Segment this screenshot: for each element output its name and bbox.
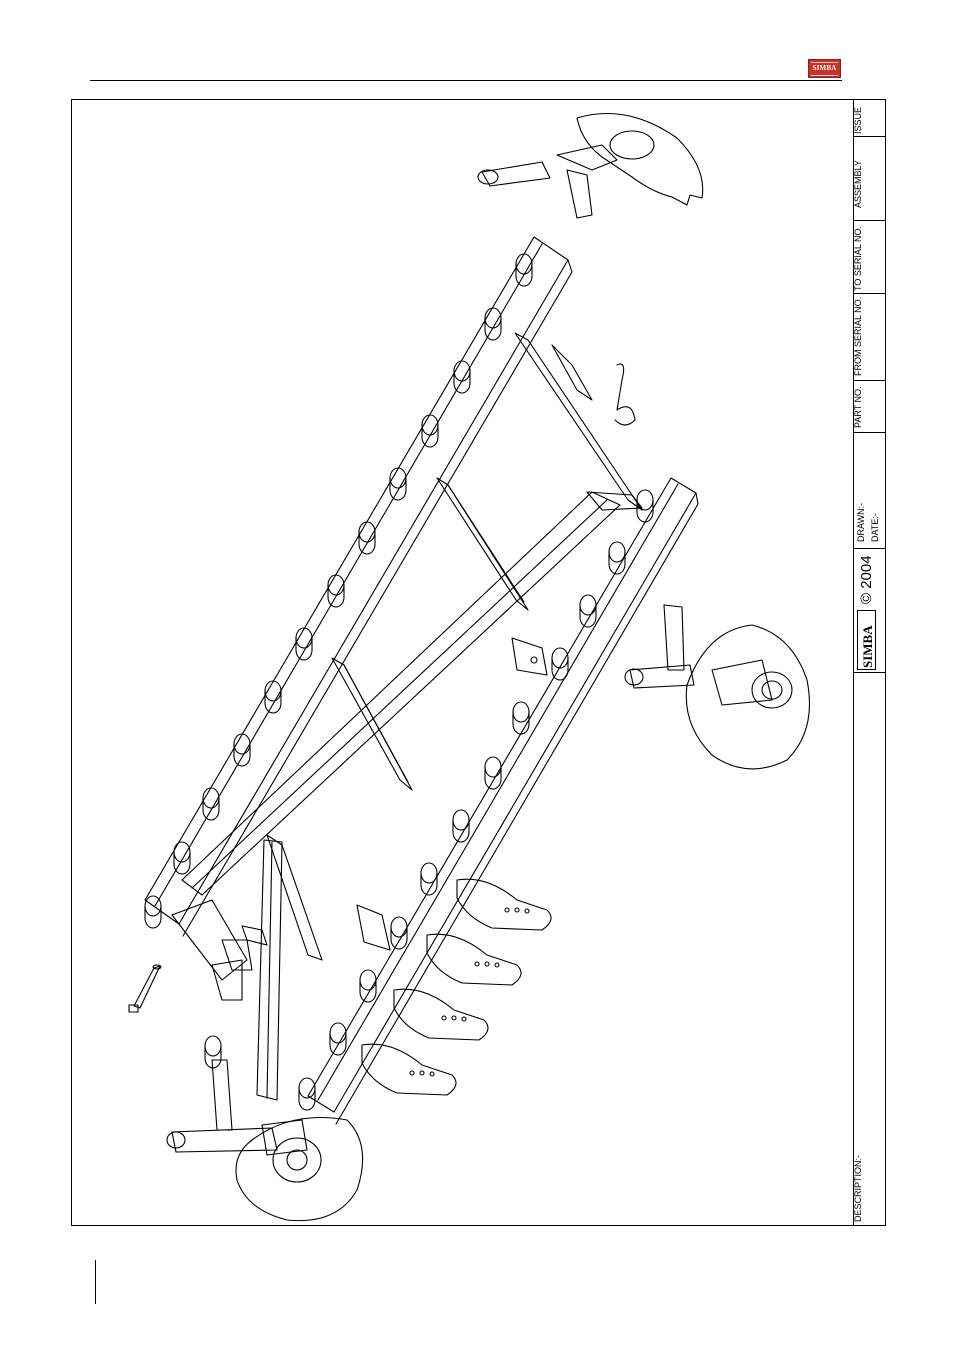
disc-assembly-top xyxy=(478,114,703,219)
date-label: DATE:- xyxy=(870,513,880,542)
from-serial-no-label: FROM SERIAL NO. xyxy=(853,297,863,376)
drawn-label: DRAWN:- xyxy=(856,503,866,542)
title-block-line xyxy=(853,220,886,221)
to-serial-no-label: TO SERIAL NO. xyxy=(853,226,863,291)
disc-assembly-right xyxy=(625,605,810,769)
brand-logo-text: SIMBA xyxy=(809,64,840,72)
simba-logo-text: SIMBA xyxy=(860,625,876,668)
title-block-line xyxy=(853,136,886,137)
title-block-line xyxy=(853,432,886,433)
rear-toolbar xyxy=(145,237,572,936)
copyright-text: © 2004 xyxy=(858,555,875,604)
rear-bracket-detail xyxy=(615,364,635,425)
cultivator-frame-drawing xyxy=(72,100,852,1225)
description-label: DESCRIPTION:- xyxy=(853,1155,863,1222)
part-no-label: PART NO. xyxy=(853,386,863,428)
mounting-brackets xyxy=(242,638,547,950)
title-block-line xyxy=(853,672,886,673)
simba-logo: SIMBA xyxy=(857,610,876,670)
page-margin-rule xyxy=(95,1260,96,1304)
title-block-line xyxy=(853,293,886,294)
disc-assembly-bottom xyxy=(167,1060,363,1221)
brand-logo: SIMBA xyxy=(808,59,841,78)
issue-label: ISSUE xyxy=(853,107,863,134)
title-block-line xyxy=(853,548,886,549)
front-toolbar xyxy=(308,478,698,1124)
diagonal-beam xyxy=(182,492,642,895)
header-rule xyxy=(90,80,842,81)
assembly-label: ASSEMBLY xyxy=(853,160,863,208)
title-block-line xyxy=(853,380,886,381)
tine-plates xyxy=(362,879,551,1095)
hitch-pin xyxy=(129,965,161,1012)
